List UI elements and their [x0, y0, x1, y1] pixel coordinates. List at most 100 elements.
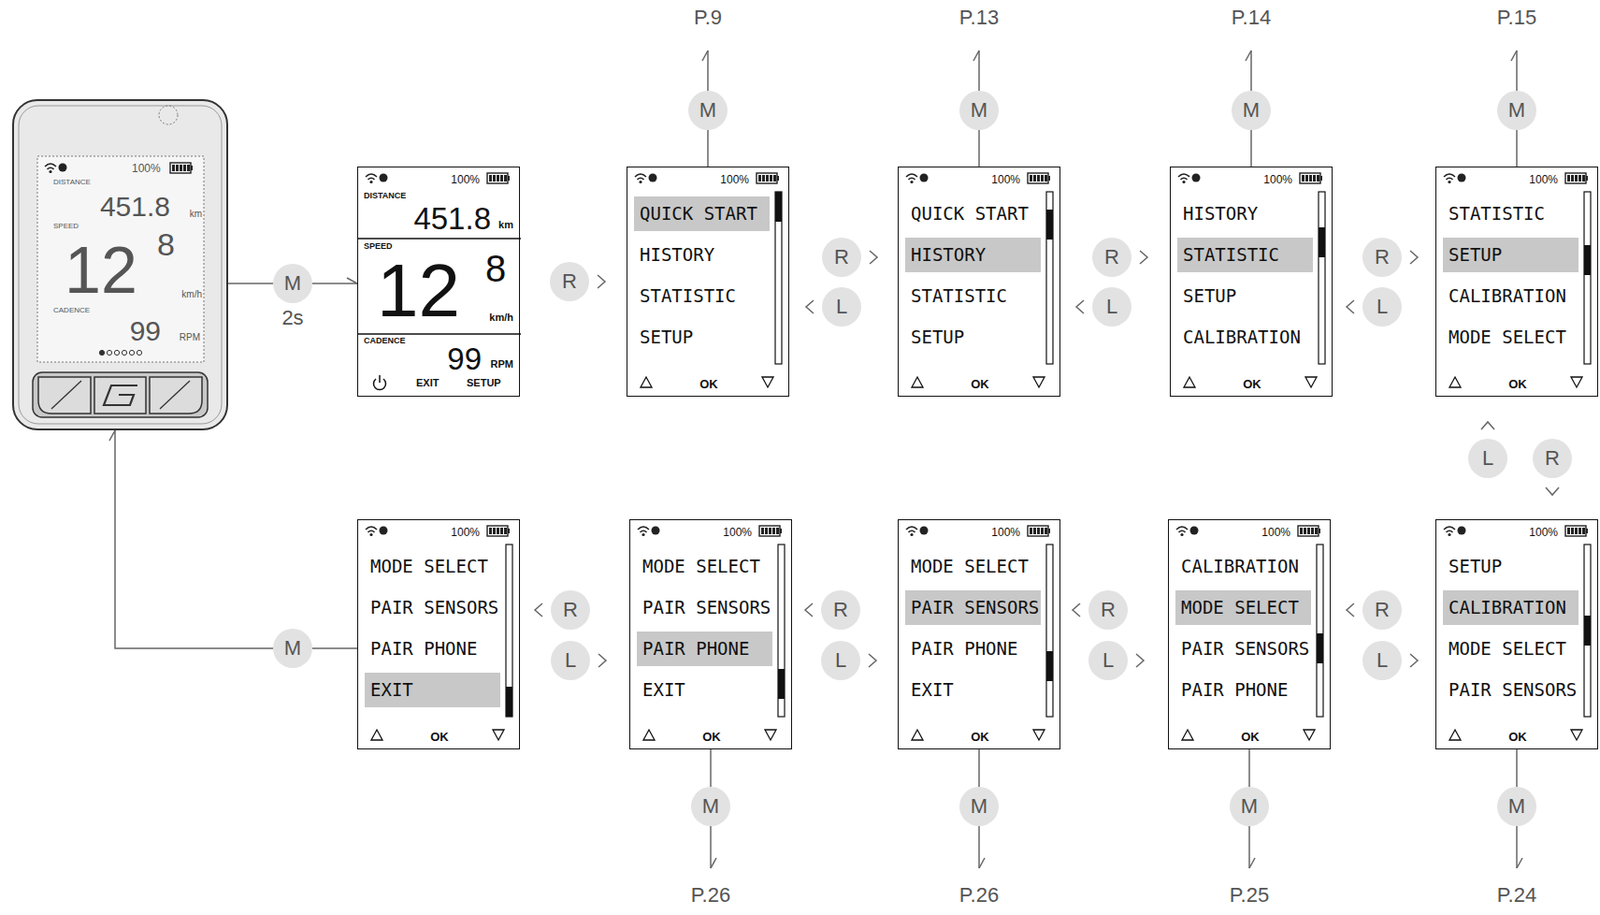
- direction-chevron: [1136, 653, 1144, 667]
- button-letter: M: [688, 100, 728, 121]
- menu-item: STATISTIC: [639, 287, 736, 305]
- up-arrow: [371, 729, 383, 740]
- leader-line: [978, 50, 981, 91]
- page-dot: [136, 349, 142, 355]
- connector: [1515, 749, 1518, 787]
- button-circle: L: [1362, 640, 1402, 680]
- battery-level: 100%: [991, 173, 1021, 186]
- button-letter: M: [1229, 795, 1269, 817]
- battery-icon: [1565, 525, 1586, 536]
- menu-item: PAIR SENSORS: [370, 598, 499, 617]
- light-sensor: [158, 105, 178, 125]
- connector: [312, 282, 358, 285]
- menu-item: PAIR SENSORS: [910, 598, 1039, 617]
- status-bar: [1443, 172, 1588, 184]
- status-bar: [1443, 525, 1588, 536]
- page-reference: P.15: [1479, 7, 1555, 29]
- battery-cell: [183, 164, 187, 172]
- screen-reading: EXIT: [416, 377, 439, 389]
- down-arrow: [1571, 729, 1583, 740]
- battery-icon: [487, 172, 508, 184]
- direction-chevron: [1076, 300, 1084, 314]
- center-button: [94, 376, 146, 414]
- direction-chevron: [806, 300, 814, 314]
- battery-level: 100%: [991, 526, 1021, 538]
- softkey-label: OK: [1436, 377, 1600, 390]
- battery-cell: [492, 527, 496, 534]
- status-bar: [44, 162, 193, 173]
- connector-group: [228, 283, 274, 285]
- scroll-thumb: [1316, 633, 1324, 664]
- ride-screen: 100%DISTANCE451.8kmSPEED128km/hCADENCE99…: [357, 166, 520, 397]
- softkey-label: OK: [358, 730, 521, 743]
- screen-reading: 99: [129, 317, 161, 346]
- button-shape: [821, 287, 862, 327]
- button-letter: L: [1468, 447, 1508, 469]
- screen-reading: 8: [485, 249, 506, 288]
- bluetooth-icon: [920, 526, 929, 535]
- button-shape: [1362, 237, 1402, 277]
- menu-item: CALIBRATION: [1448, 287, 1567, 305]
- leader-line: [706, 50, 709, 91]
- direction-chevron: [1545, 487, 1559, 495]
- leader-line: [1250, 50, 1253, 91]
- button-circle: M: [1231, 90, 1271, 130]
- scroll-thumb: [1584, 615, 1591, 646]
- direction-chevron: [1346, 300, 1355, 314]
- button-letter: L: [1088, 649, 1128, 671]
- scroll-thumb: [1584, 245, 1591, 275]
- button-circle: R: [1092, 237, 1132, 277]
- device-rim: [18, 105, 222, 424]
- status-bar: [1176, 525, 1321, 536]
- button-circle: M: [273, 628, 313, 668]
- button-circle: R: [1362, 590, 1402, 630]
- button-letter: M: [1497, 100, 1537, 121]
- scroll-track: [1584, 544, 1591, 717]
- screen-graphics: [630, 519, 793, 750]
- device-body: [13, 100, 228, 430]
- wifi-icon: [1443, 173, 1456, 180]
- softkey-label: OK: [630, 730, 793, 743]
- menu-item: SETUP: [1448, 557, 1502, 576]
- up-arrow: [1181, 729, 1194, 740]
- wifi-icon: [909, 533, 913, 536]
- screen-graphics: [627, 167, 791, 398]
- battery-cell: [1033, 527, 1037, 534]
- battery-cell: [776, 527, 779, 534]
- page-reference: P.26: [941, 884, 1017, 906]
- button-letter: M: [273, 637, 313, 659]
- scroll-thumb: [1318, 227, 1326, 258]
- scroll-thumb: [1046, 209, 1053, 240]
- button-shape: [1092, 287, 1132, 327]
- menu-item: PAIR SENSORS: [1448, 680, 1577, 699]
- battery-cell: [187, 164, 190, 172]
- connector-group: [979, 129, 981, 167]
- button-shape: [821, 640, 861, 680]
- battery-icon: [1297, 525, 1319, 536]
- direction-chevron: [597, 274, 606, 289]
- battery-tip: [779, 528, 782, 534]
- direction-chevron: [1410, 250, 1418, 264]
- status-bar: [634, 172, 779, 184]
- screen-graphics: [1170, 167, 1334, 398]
- menu-item: QUICK START: [639, 204, 758, 223]
- page-reference: P.13: [941, 7, 1017, 29]
- direction-chevron: [805, 603, 813, 617]
- button-letter: L: [821, 649, 861, 671]
- menu-item: PAIR PHONE: [1181, 680, 1288, 699]
- direction-chevron: [868, 653, 877, 667]
- battery-level: 100%: [720, 173, 750, 186]
- battery-cell: [1314, 527, 1318, 534]
- highlight-band: [636, 631, 773, 666]
- menu-item: HISTORY: [639, 245, 715, 264]
- battery-cell: [1311, 527, 1314, 534]
- down-arrow: [764, 729, 777, 740]
- arrow-head: [979, 857, 985, 868]
- battery-cell: [1578, 174, 1582, 182]
- screen-reading: RPM: [490, 359, 514, 370]
- menu-screen: 100%MODE SELECTPAIR SENSORSPAIR PHONEEXI…: [629, 518, 793, 750]
- connector-group: [109, 430, 274, 649]
- battery-cell: [1316, 174, 1320, 182]
- direction-chevron: [1410, 653, 1418, 667]
